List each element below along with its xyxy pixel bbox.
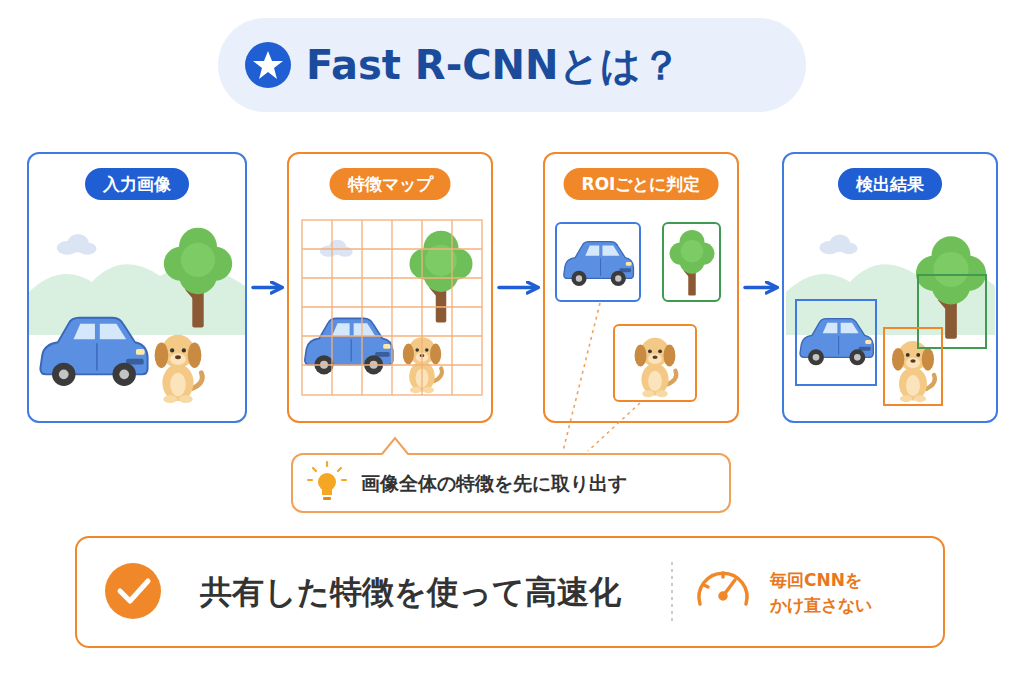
callout-tail [382,438,408,455]
feature-scene-part-part [302,277,482,278]
roi-crops-part [556,223,640,301]
result-scene-part [796,300,876,385]
input-scene-part [164,228,232,328]
result-scene-part [819,234,857,254]
bulb-icon-part [323,497,331,500]
feature-scene-part [410,231,473,323]
star-icon-part [245,42,291,88]
gauge-icon [699,573,747,604]
leader-lines-part [563,303,600,451]
flow-arrow [499,286,537,290]
input-scene-part [40,318,147,386]
summary-box: 共有した特徴を使って高速化 毎回CNNを かけ直さない [75,536,945,648]
box-text: 毎回CNNを かけ直さない [770,568,880,618]
star-icon [245,42,291,88]
callout-tail-part [382,438,408,454]
callout-box: 画像全体の特徴を先に取り出す [291,453,731,513]
panel-heading: ROIごとに判定 [564,168,719,200]
panel-heading: 入力画像 [85,168,189,200]
stage-panel: ROIごとに判定 [543,152,739,423]
result-scene-part [884,328,942,405]
feature-scene-part-part [361,220,362,395]
roi-crops-part [663,223,720,301]
check-icon-part [120,581,148,601]
feature-scene-part-part [391,220,392,395]
bulb-icon-part [322,489,332,495]
callout-tail-part [382,438,408,455]
title-pill: Fast R-CNNとは？ [218,18,806,112]
bulb-icon-part-part [338,468,341,471]
bulb-icon-part-part [313,468,316,471]
bulb-icon-part-part [326,462,328,466]
roi-crops-part [614,325,696,401]
check-icon-part [105,563,161,619]
star-icon-part [253,51,283,79]
box-text: 画像全体の特徴を先に取り出す [361,455,627,511]
gauge-icon-part [699,573,747,604]
roi-crops-part [670,230,715,296]
roi-crops-part [564,242,634,286]
flow-arrow [253,286,281,290]
gauge-icon-part [720,593,726,599]
bulb-icon [308,462,346,500]
stage-panel: 入力画像 [27,152,247,423]
feature-scene-part-part [302,248,482,249]
bulb-icon-part [318,473,336,491]
result-scene [786,234,995,405]
bulb-icon-part [308,462,346,480]
feature-scene-part-part [421,220,422,395]
panel-heading: 特徴マップ [330,168,451,200]
feature-scene-part [320,240,353,257]
separator [671,562,673,622]
panel-heading: 検出結果 [838,168,942,200]
feature-scene-part-part [331,220,332,395]
input-scene-part [29,264,245,335]
bulb-icon-part-part [342,479,346,481]
feature-scene-part-part [302,220,482,395]
feature-scene-part-part [302,335,482,336]
feature-scene-part [305,318,393,374]
check-icon [105,563,161,619]
feature-scene-part [302,220,482,395]
gauge-icon-part [704,585,708,587]
result-scene-part [800,319,873,366]
stage-panel: 特徴マップ [287,152,493,423]
input-scene-part [57,234,97,255]
result-scene-part [892,341,935,402]
input-scene-part [155,335,203,403]
feature-scene-part-part [451,220,452,395]
flow-arrow [745,286,776,290]
feature-scene [302,220,482,395]
title-text: Fast R-CNNとは？ [306,18,681,112]
result-scene-part [786,264,995,335]
gauge-icon-part [723,580,735,596]
box-text: 共有した特徴を使って高速化 [200,538,621,646]
leader-lines-part [588,403,640,451]
feature-scene-part-part [302,364,482,365]
feature-scene-part [403,337,442,393]
feature-scene-part-part [302,306,482,307]
bulb-icon-part-part [308,479,312,481]
leader-lines [563,303,640,451]
result-scene-part [918,275,986,348]
roi-crops [556,223,720,401]
input-scene [29,228,245,403]
stage-panel: 検出結果 [782,152,998,423]
roi-crops-part [635,338,677,398]
gauge-icon-part [721,573,725,577]
result-scene-part [916,236,986,338]
